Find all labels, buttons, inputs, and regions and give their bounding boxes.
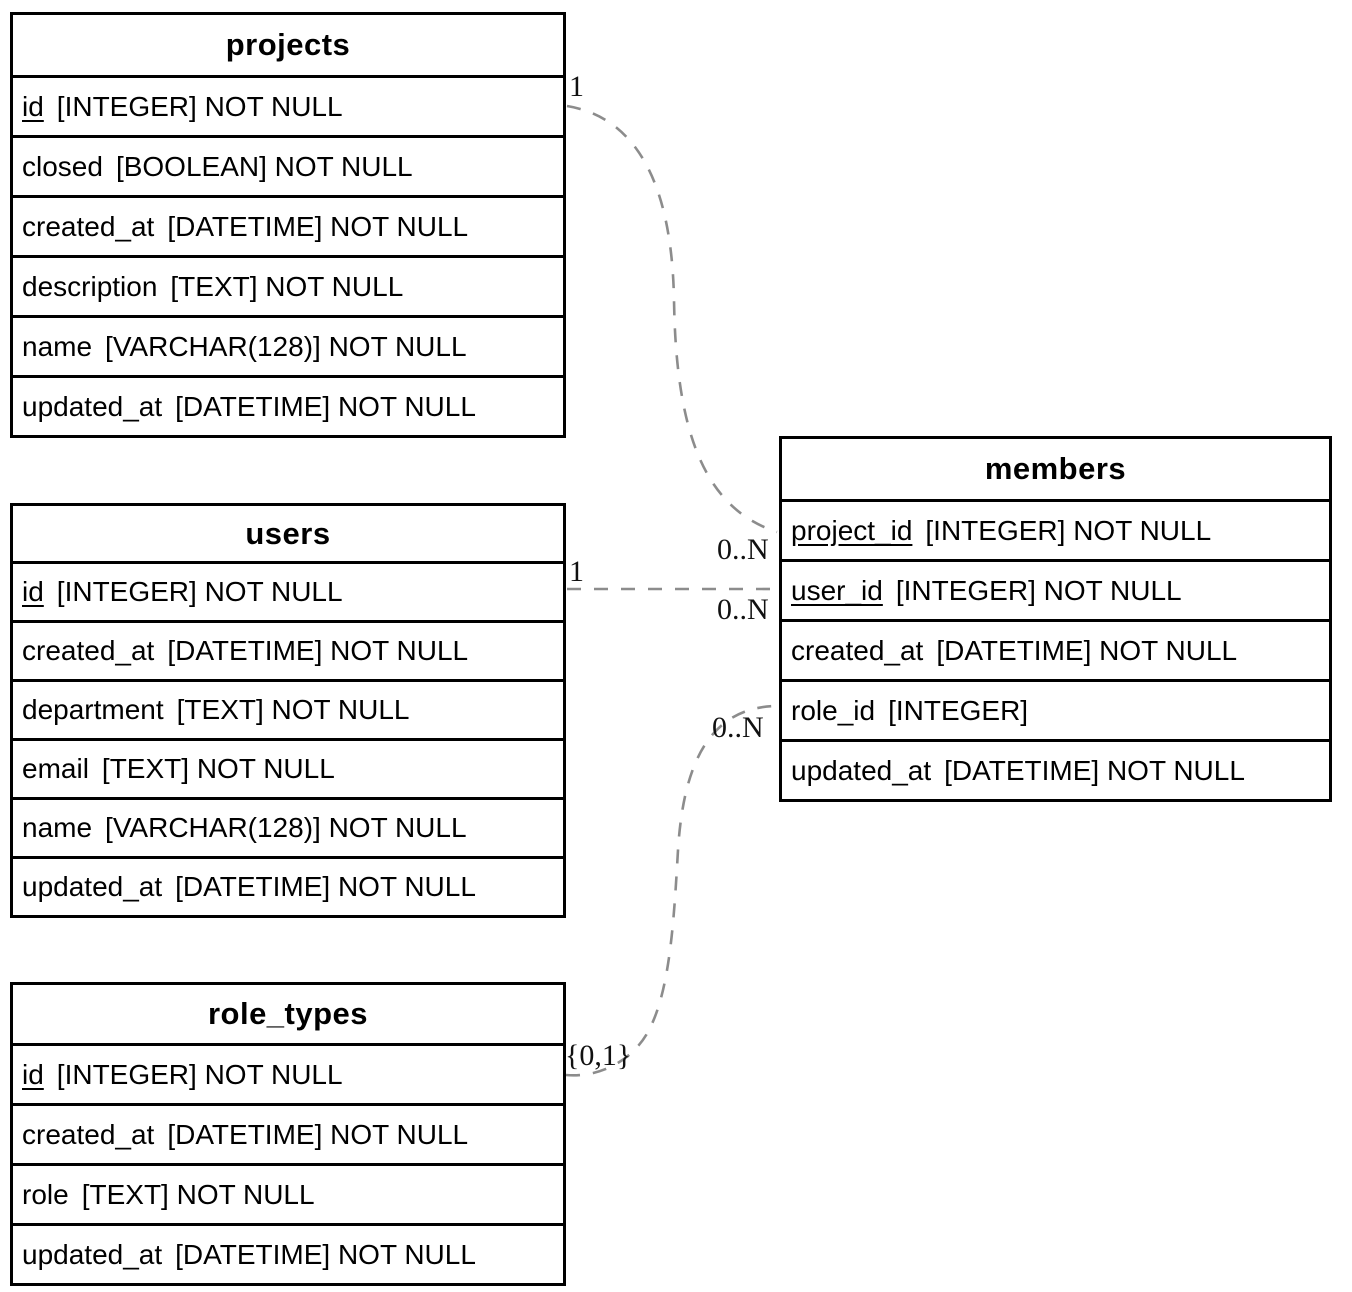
field-type: [VARCHAR(128)] NOT NULL	[105, 812, 467, 843]
field-name: created_at	[791, 634, 924, 666]
field-row: created_at [DATETIME] NOT NULL	[13, 1103, 563, 1163]
field-type: [DATETIME] NOT NULL	[936, 634, 1238, 666]
field-name: department	[22, 694, 164, 725]
field-type: [INTEGER]	[888, 694, 1029, 726]
field-row: created_at [DATETIME] NOT NULL	[13, 620, 563, 679]
field-type: [DATETIME] NOT NULL	[167, 635, 469, 666]
field-row: updated_at [DATETIME] NOT NULL	[13, 375, 563, 435]
field-row: name [VARCHAR(128)] NOT NULL	[13, 797, 563, 856]
field-name-primary-key: id	[22, 576, 44, 607]
field-type: [INTEGER] NOT NULL	[895, 574, 1182, 606]
field-name: updated_at	[791, 754, 932, 786]
table-title-users: users	[245, 515, 331, 551]
cardinality-label-members-role-many: 0..N	[712, 711, 764, 744]
field-type: [DATETIME] NOT NULL	[167, 210, 469, 242]
field-row: project_id [INTEGER] NOT NULL	[782, 499, 1329, 559]
field-name-primary-key: id	[22, 1058, 44, 1090]
field-name-primary-key: user_id	[791, 574, 883, 606]
field-type: [DATETIME] NOT NULL	[944, 754, 1245, 786]
cardinality-label-roletypes-zero-or-one: {0,1}	[565, 1039, 632, 1072]
field-name-primary-key: id	[22, 90, 44, 122]
cardinality-label-projects-one: 1	[569, 70, 584, 103]
cardinality-label-members-project-many: 0..N	[717, 533, 769, 566]
field-row: id [INTEGER] NOT NULL	[13, 75, 563, 135]
field-name: created_at	[22, 210, 155, 242]
field-type: [VARCHAR(128)] NOT NULL	[105, 330, 467, 362]
field-row: department [TEXT] NOT NULL	[13, 679, 563, 738]
table-title-members: members	[984, 451, 1127, 486]
field-name: updated_at	[22, 390, 163, 422]
field-type: [INTEGER] NOT NULL	[56, 576, 343, 607]
field-type: [INTEGER] NOT NULL	[56, 90, 343, 122]
field-type: [DATETIME] NOT NULL	[175, 390, 476, 422]
field-type: [TEXT] NOT NULL	[176, 694, 410, 725]
field-row: updated_at [DATETIME] NOT NULL	[13, 1223, 563, 1283]
field-name-primary-key: project_id	[791, 514, 913, 546]
field-row: updated_at [DATETIME] NOT NULL	[13, 856, 563, 915]
table-projects: projects id [INTEGER] NOT NULL closed [BOOL…	[10, 12, 566, 438]
field-name: email	[22, 753, 89, 784]
field-type: [DATETIME] NOT NULL	[175, 871, 476, 902]
field-name: created_at	[22, 635, 155, 666]
field-type: [INTEGER] NOT NULL	[56, 1058, 343, 1090]
field-row: updated_at [DATETIME] NOT NULL	[782, 739, 1329, 799]
field-row: created_at [DATETIME] NOT NULL	[13, 195, 563, 255]
field-row: closed [BOOLEAN] NOT NULL	[13, 135, 563, 195]
field-row: role [TEXT] NOT NULL	[13, 1163, 563, 1223]
field-name: created_at	[22, 1118, 155, 1150]
field-name: closed	[22, 150, 103, 182]
table-fields-users: id [INTEGER] NOT NULL created_at [DATETIME]…	[13, 561, 563, 915]
field-row: id [INTEGER] NOT NULL	[13, 1043, 563, 1103]
table-users: users id [INTEGER] NOT NULL created_at [DAT…	[10, 503, 566, 918]
field-row: user_id [INTEGER] NOT NULL	[782, 559, 1329, 619]
field-name: role_id	[791, 694, 876, 726]
field-type: [TEXT] NOT NULL	[101, 753, 335, 784]
field-name: updated_at	[22, 1238, 163, 1270]
field-row: email [TEXT] NOT NULL	[13, 738, 563, 797]
table-fields-members: project_id [INTEGER] NOT NULL user_id [INTE…	[782, 499, 1329, 799]
relationship-line-roletypes-members	[565, 704, 778, 1077]
field-type: [TEXT] NOT NULL	[81, 1178, 315, 1210]
table-title-role-types: role_types	[207, 996, 369, 1031]
field-type: [DATETIME] NOT NULL	[167, 1118, 469, 1150]
field-type: [BOOLEAN] NOT NULL	[115, 150, 413, 182]
field-row: name [VARCHAR(128)] NOT NULL	[13, 315, 563, 375]
field-type: [TEXT] NOT NULL	[170, 270, 404, 302]
table-role-types: role_types id [INTEGER] NOT NULL created_a…	[10, 982, 566, 1286]
field-name: name	[22, 330, 93, 362]
table-fields-projects: id [INTEGER] NOT NULL closed [BOOLEAN] NOT …	[13, 75, 563, 435]
field-type: [DATETIME] NOT NULL	[175, 1238, 476, 1270]
field-type: [INTEGER] NOT NULL	[925, 514, 1212, 546]
table-fields-role-types: id [INTEGER] NOT NULL created_at [DATETIME]…	[13, 1043, 563, 1283]
cardinality-label-users-one: 1	[569, 555, 584, 588]
field-row: description [TEXT] NOT NULL	[13, 255, 563, 315]
field-row: id [INTEGER] NOT NULL	[13, 561, 563, 620]
cardinality-label-members-user-many: 0..N	[717, 593, 769, 626]
field-name: description	[22, 270, 158, 302]
field-name: role	[22, 1178, 69, 1210]
table-title-projects: projects	[225, 27, 351, 62]
field-row: created_at [DATETIME] NOT NULL	[782, 619, 1329, 679]
field-name: name	[22, 812, 93, 843]
field-row: role_id [INTEGER]	[782, 679, 1329, 739]
field-name: updated_at	[22, 871, 163, 902]
relationship-line-projects-members	[566, 104, 778, 534]
